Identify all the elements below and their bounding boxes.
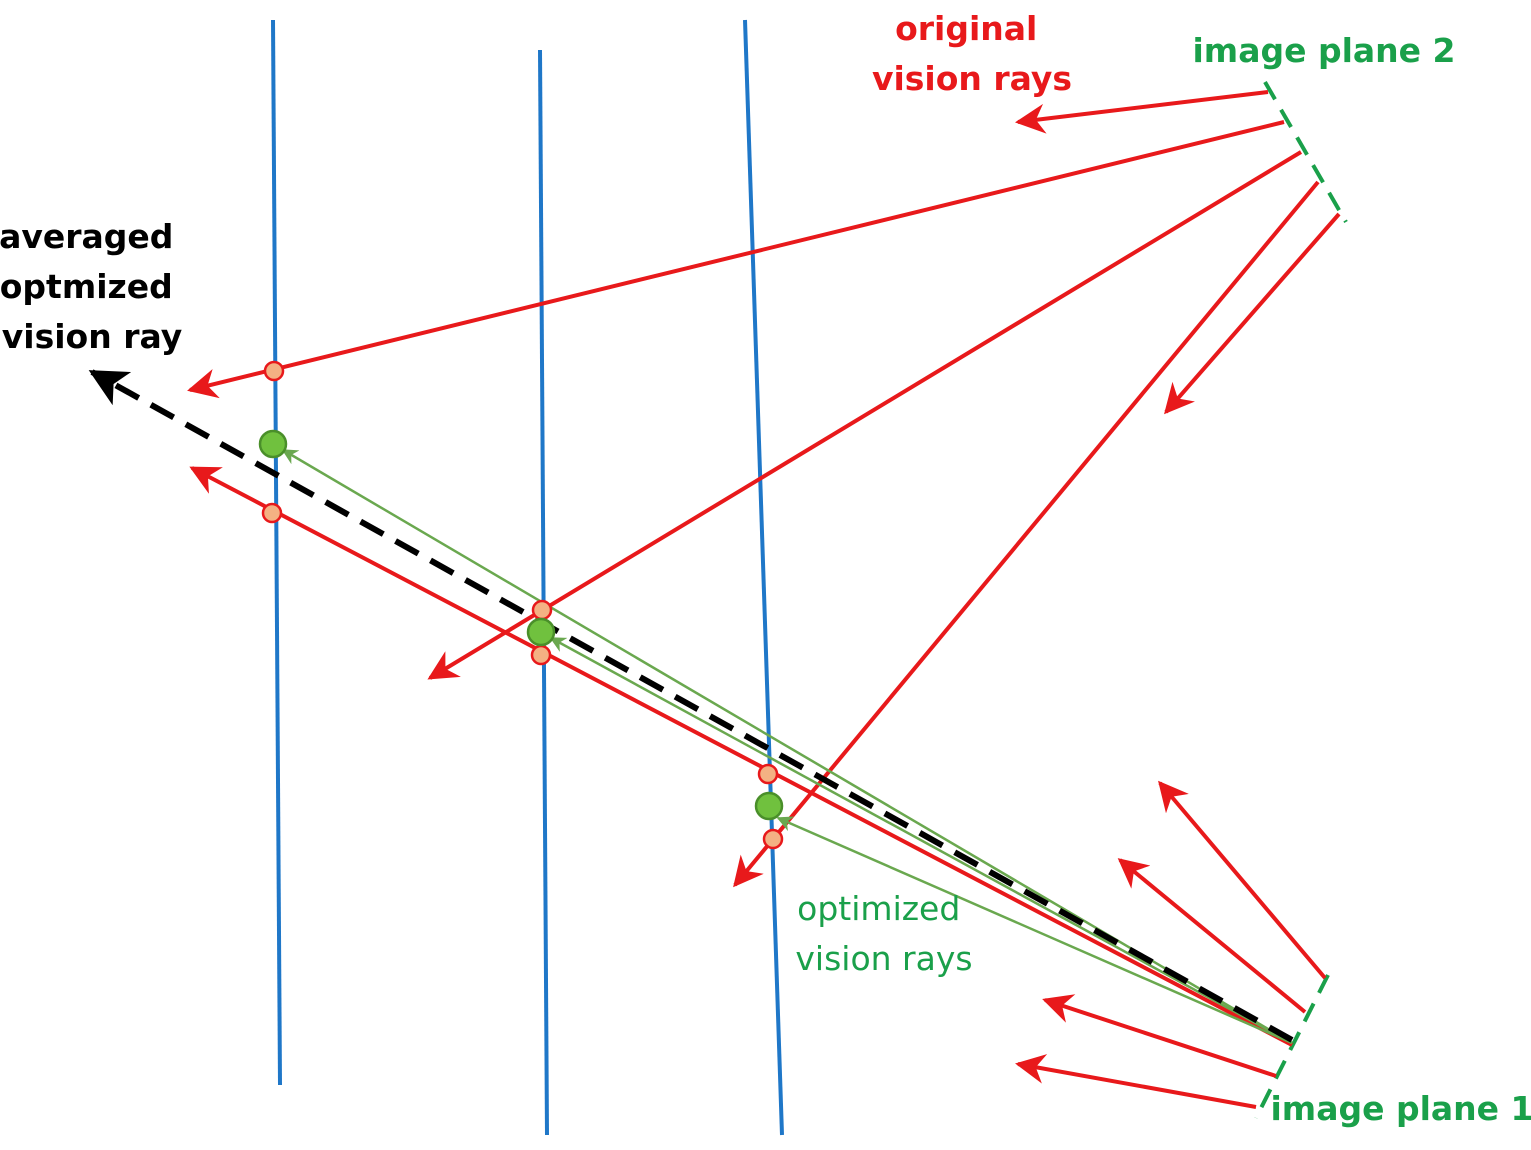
plane-line-2 [538,49,549,1136]
intersection-optimized-2 [526,617,556,647]
plane-line-1 [271,19,282,1086]
optimized-ray-1 [281,448,1293,1045]
averaged-ray-label-line-2: optmized [0,267,173,306]
original-ray-p1-short-2 [1117,858,1307,1014]
optimized-rays-label: optimized vision rays [795,889,972,978]
intersection-original-1 [263,360,285,382]
original-ray-p2-short-2 [1164,212,1341,415]
image-plane-1-label: image plane 1 [1271,1089,1531,1128]
image-plane-2-label: image plane 2 [1193,31,1456,70]
intersection-original-3 [531,599,553,621]
intersection-original-5 [757,763,779,785]
original-ray-p1-short-1 [1158,780,1327,980]
plane-line-3 [743,19,784,1136]
intersection-optimized-1 [258,429,288,459]
averaged-ray-label: averaged optmized vision ray [0,217,185,356]
intersection-optimized-3 [754,791,784,821]
optimized-ray-2 [549,636,1293,1045]
original-ray-p1-short-4 [1015,1054,1257,1109]
original-ray-p2-long-2 [427,150,1303,680]
original-ray-p2-long-3 [733,180,1320,888]
optimized-ray-3 [776,816,1293,1045]
averaged-vision-ray [88,369,1294,1043]
intersection-original-2 [261,502,283,524]
original-rays-label: original vision rays [872,9,1072,98]
averaged-ray-label-line-1: averaged [0,217,173,256]
original-ray-p2-short-1 [1015,90,1269,134]
original-ray-p1-short-3 [1042,994,1277,1078]
original-rays-label-line-2: vision rays [872,59,1072,98]
optimized-rays-label-line-2: vision rays [795,939,972,978]
original-rays-label-line-1: original [895,9,1037,48]
image-plane-1-line [1254,974,1330,1119]
intersection-original-4 [530,644,552,666]
intersection-original-6 [762,828,784,850]
original-ray-p2-long-1 [187,120,1285,399]
original-ray-p1-long [189,466,1293,1047]
image-plane-2-line [1263,80,1348,224]
optimized-rays-label-line-1: optimized [797,889,960,928]
averaged-ray-label-line-3: vision ray [2,317,182,356]
